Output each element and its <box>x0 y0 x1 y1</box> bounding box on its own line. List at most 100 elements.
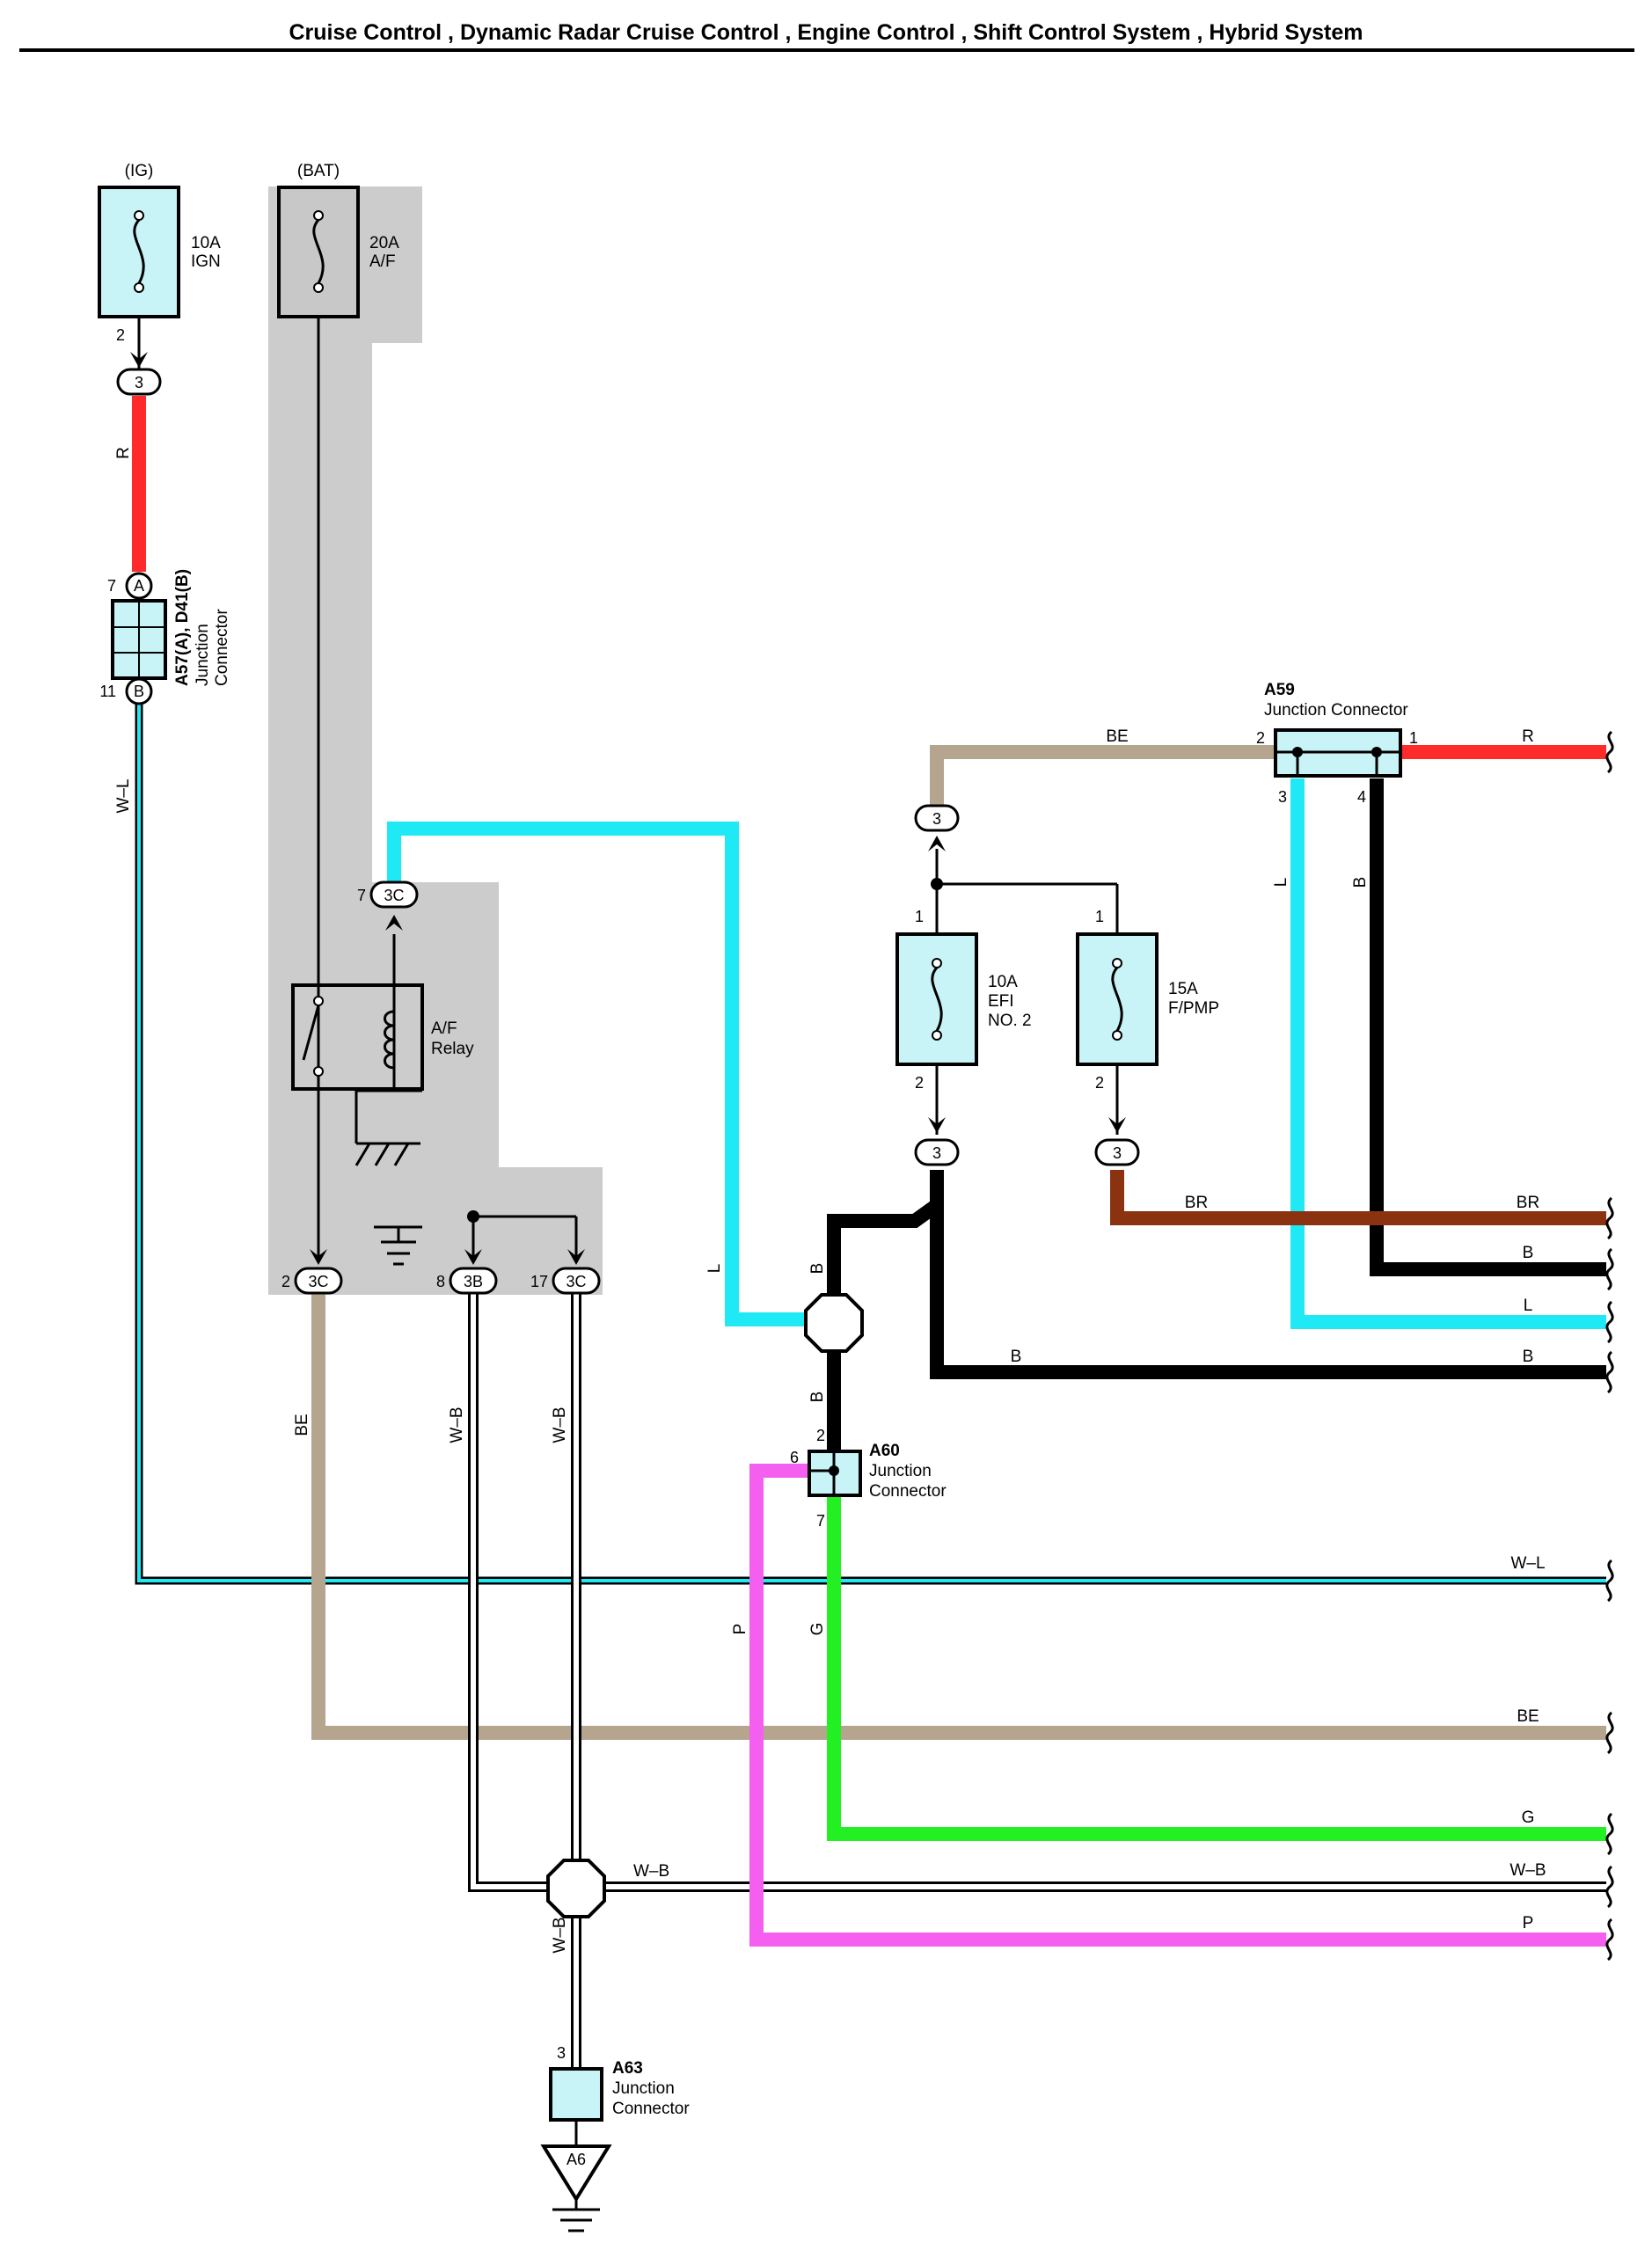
a63-pin3: 3 <box>557 2044 566 2062</box>
wire-label-b-splice-upper: B <box>808 1263 827 1275</box>
wire-label-g-vertical: G <box>808 1623 827 1636</box>
connector-3c-gnd-pin: 17 <box>530 1273 548 1290</box>
ground-symbol-body <box>374 1225 422 1266</box>
a60-pin6: 6 <box>790 1449 799 1466</box>
a57-line2: Connector <box>213 609 231 686</box>
junction-a60 <box>808 1450 862 1497</box>
junction-a57 <box>111 572 167 705</box>
a59-name: Junction Connector <box>1264 701 1408 720</box>
splice-wb <box>546 1859 606 1918</box>
source-ig-label: (IG) <box>125 162 154 180</box>
wire-label-wb-right: W–B <box>551 1406 569 1443</box>
source-bat-label: (BAT) <box>297 162 340 180</box>
wire-p <box>749 1464 1606 1947</box>
out-label-l: L <box>1524 1297 1533 1315</box>
fuse-fpmp-pin-in: 1 <box>1095 908 1104 925</box>
wire-label-be-left: BE <box>293 1414 311 1436</box>
wire-b-efi-right <box>930 1170 1606 1379</box>
wire-wb-3b-inner <box>471 1293 1606 1889</box>
relay-label-line1: A/F <box>431 1019 457 1038</box>
wire-b-a59 <box>1370 778 1606 1276</box>
fuse-fpmp-pin-out: 2 <box>1095 1074 1104 1092</box>
break-marks <box>1605 730 1614 1962</box>
a59-pin1: 1 <box>1409 729 1418 747</box>
connector-3c-bottom-pin: 2 <box>281 1273 290 1290</box>
connector-3c-gnd <box>552 1249 601 1295</box>
wire-label-br-mid: BR <box>1185 1194 1208 1212</box>
relay-af <box>291 983 424 1143</box>
wire-g <box>827 1482 1606 1841</box>
a57-pin-a: A <box>134 577 144 595</box>
out-label-b2: B <box>1523 1348 1534 1366</box>
fuse-fpmp <box>1076 932 1159 1066</box>
a59-code: A59 <box>1264 681 1295 699</box>
connector-arrow-ign <box>130 352 148 368</box>
ground-a6 <box>540 2144 612 2232</box>
connector-3-fpmp-label: 3 <box>1113 1144 1122 1162</box>
connector-3-ign-label: 3 <box>135 374 143 391</box>
out-label-b1: B <box>1523 1244 1534 1262</box>
connector-3c-gnd-label: 3C <box>566 1273 586 1290</box>
a57-pin-a-num: 7 <box>107 577 116 595</box>
connector-3c-bottom-label: 3C <box>308 1273 328 1290</box>
connector-3-efi-label: 3 <box>932 1144 941 1162</box>
fuse-efi-pin-in: 1 <box>915 908 924 925</box>
junction-dot-fuses <box>931 878 943 890</box>
a60-line2: Connector <box>869 1482 947 1501</box>
connector-3-ign <box>116 368 162 396</box>
wire-label-r-right: R <box>1522 727 1534 746</box>
wire-label-wb-lower: W–B <box>551 1917 569 1953</box>
connector-3c-relay-top-pin: 7 <box>357 887 366 904</box>
wire-label-l-cyan: L <box>705 1264 724 1274</box>
chassis-ground-symbol <box>355 1142 420 1166</box>
fuse-efi-pin-out: 2 <box>915 1074 924 1092</box>
relay-label-line2: Relay <box>431 1040 474 1058</box>
connector-3-efi <box>914 1117 960 1166</box>
wire-label-be-top: BE <box>1106 727 1128 746</box>
out-label-wb: W–B <box>1509 1861 1546 1880</box>
wire-l-relay <box>387 822 809 1326</box>
wire-label-wl-left: W–L <box>114 778 133 813</box>
wire-b-efi-splice <box>827 1170 944 1300</box>
junction-a63 <box>549 2067 603 2146</box>
connector-3b <box>449 1249 498 1295</box>
junction-dot-gnd <box>467 1210 479 1223</box>
a60-code: A60 <box>869 1442 900 1460</box>
a63-line2: Connector <box>612 2100 690 2118</box>
diagram-title: Cruise Control , Dynamic Radar Cruise Co… <box>289 20 1363 45</box>
connector-3c-relay-top-label: 3C <box>384 887 404 904</box>
connector-3-fpmp <box>1094 1117 1140 1166</box>
splice-b-l <box>804 1293 864 1353</box>
a59-pin4: 4 <box>1357 788 1366 806</box>
a59-pin2: 2 <box>1256 729 1265 747</box>
a57-line1: Junction <box>194 624 212 686</box>
a63-line1: Junction <box>612 2079 675 2098</box>
wire-be-top <box>930 745 1276 807</box>
connector-3b-pin: 8 <box>436 1273 445 1290</box>
fuse-af-name: A/F <box>369 252 396 271</box>
wire-label-b-a59: B <box>1351 877 1370 888</box>
wire-label-b-splice-lower: B <box>808 1392 827 1403</box>
a63-code: A63 <box>612 2059 643 2078</box>
connector-3b-label: 3B <box>464 1273 483 1290</box>
fuse-efi-name1: EFI <box>988 992 1014 1011</box>
wire-label-r-top: R <box>114 447 133 459</box>
fuse-fpmp-rating: 15A <box>1168 980 1198 998</box>
wire-be-bottom <box>311 1293 1606 1740</box>
connector-3c-relay-top <box>369 880 419 931</box>
connector-3c-bottom <box>294 1249 343 1295</box>
connector-3-a59 <box>914 804 960 851</box>
out-label-be: BE <box>1517 1707 1539 1726</box>
fuse-fpmp-name: F/PMP <box>1168 999 1219 1018</box>
fuse-af <box>277 186 360 318</box>
fuse-ign-rating: 10A <box>191 234 221 252</box>
a60-pin7: 7 <box>816 1512 825 1530</box>
out-label-br: BR <box>1517 1194 1539 1212</box>
wire-br <box>1110 1170 1606 1225</box>
connector-3-a59-label: 3 <box>932 810 941 828</box>
fuse-efi-rating: 10A <box>988 973 1018 991</box>
a60-line1: Junction <box>869 1462 932 1480</box>
fuse-efi-name2: NO. 2 <box>988 1012 1032 1030</box>
relay-block-shading <box>268 186 603 1295</box>
